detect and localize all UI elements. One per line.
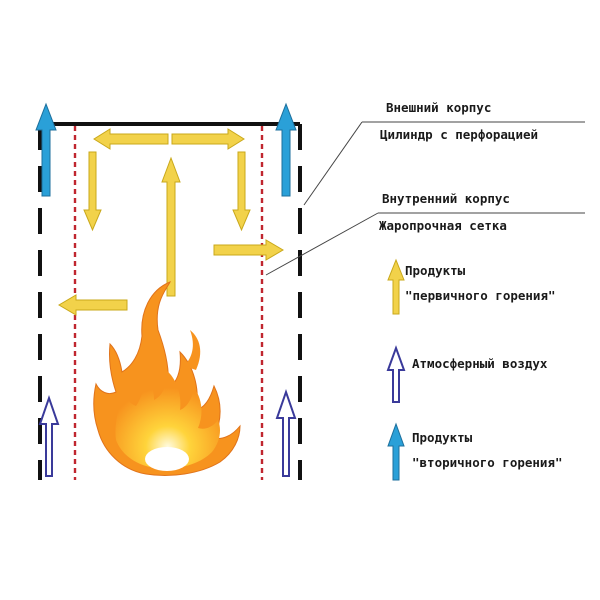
primary-arrow-right-out — [213, 239, 284, 261]
label-perforated-cylinder: Цилиндр с перфорацией — [380, 127, 538, 142]
flame-core — [145, 447, 189, 471]
air-arrow-left — [38, 394, 60, 477]
primary-arrow-right-down — [232, 151, 251, 232]
legend-primary-line1: Продукты — [405, 263, 466, 278]
label-inner-body: Внутренний корпус — [382, 191, 510, 206]
legend-secondary-arrow-icon — [387, 422, 405, 481]
legend-secondary-line2: "вторичного горения" — [412, 455, 563, 470]
leader-inner-to-mesh — [265, 212, 379, 276]
legend-air-arrow-icon — [386, 345, 406, 403]
primary-flow-arrows — [58, 128, 284, 316]
primary-arrow-left-out — [58, 294, 128, 316]
legend-secondary-line1: Продукты — [412, 430, 473, 445]
primary-arrow-top-left — [93, 128, 169, 150]
primary-arrow-left-down — [83, 151, 102, 232]
legend-primary-arrow-icon — [387, 258, 405, 315]
legend: Продукты "первичного горения" Атмосферны… — [386, 258, 563, 481]
flame-tongue-right — [184, 330, 201, 370]
leader-outer-to-wall — [303, 121, 363, 206]
legend-primary-line2: "первичного горения" — [405, 288, 556, 303]
secondary-arrow-left — [35, 102, 57, 197]
air-arrow-right — [275, 388, 297, 477]
secondary-flow-arrows — [35, 102, 297, 197]
flame-icon — [93, 281, 241, 476]
inner-body-mesh — [73, 126, 264, 480]
primary-arrow-top-right — [171, 128, 245, 150]
secondary-arrow-right — [275, 102, 297, 197]
label-heat-mesh: Жаропрочная сетка — [379, 218, 507, 233]
legend-air-label: Атмосферный воздух — [412, 356, 548, 371]
flame-inner — [115, 370, 220, 469]
label-outer-body: Внешний корпус — [386, 100, 491, 115]
air-flow-arrows — [38, 388, 297, 477]
leader-lines — [265, 121, 585, 276]
primary-arrow-center-up — [161, 156, 181, 297]
outer-body — [38, 122, 302, 480]
